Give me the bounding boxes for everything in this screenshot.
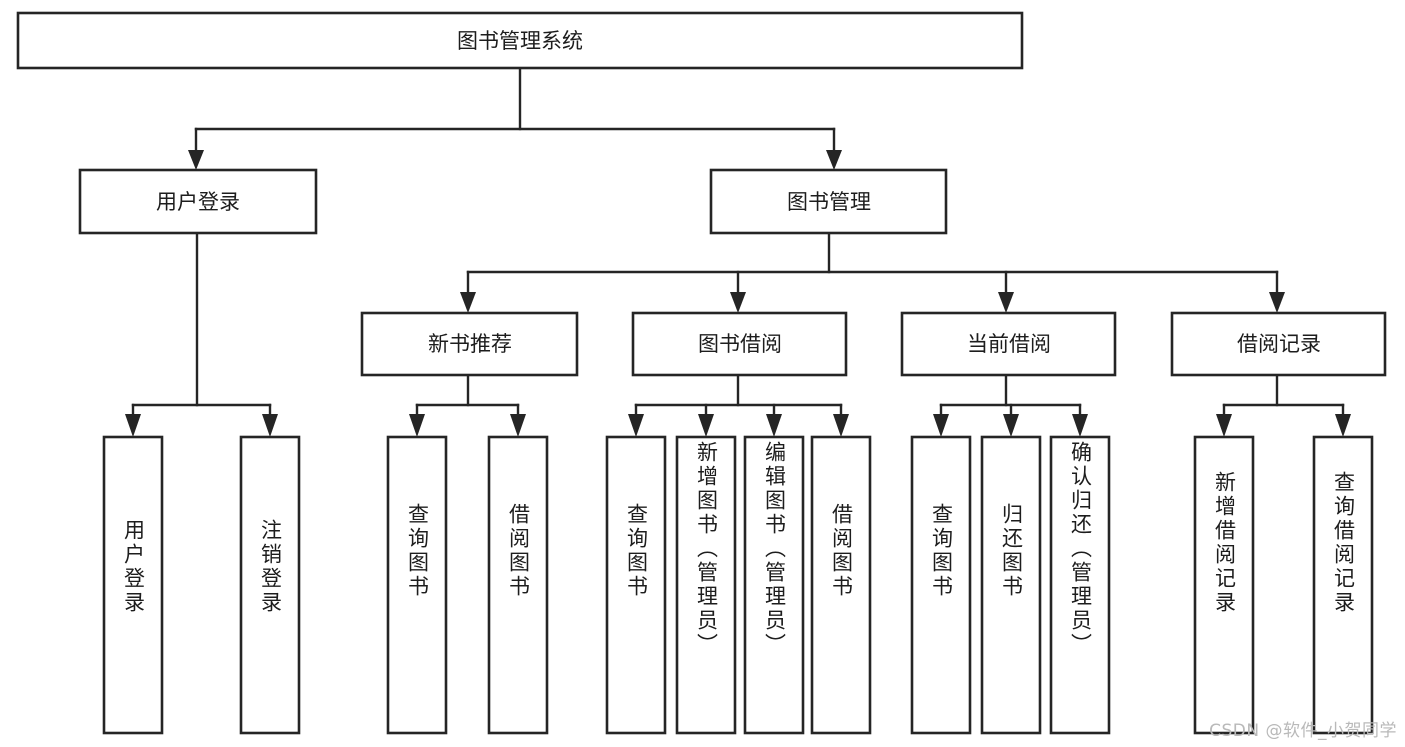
arrowhead-leaf-borrow-book-2 [833,414,849,437]
arrowhead-leaf-return-book [1003,414,1019,437]
leaf-box-query-book-2[interactable] [605,435,667,735]
arrowhead-book-borrow [730,292,746,313]
leaf-box-query-record[interactable] [1312,435,1374,735]
leaf-box-query-book-3[interactable] [910,435,972,735]
node-label-book-manage: 图书管理 [787,190,871,214]
connector-group-level2-to-level3 [460,231,1285,313]
arrowhead-leaf-query-record [1335,414,1351,437]
connector-group-currentborrow-leaves [933,373,1088,437]
connector-group-root-to-level2 [188,66,842,170]
leaf-box-query-book-1[interactable] [386,435,448,735]
leaf-box-add-book[interactable] [675,435,737,735]
node-label-borrow-record: 借阅记录 [1237,332,1321,356]
leaf-box-logout[interactable] [239,435,301,735]
leaf-box-user-login[interactable] [102,435,164,735]
leaf-box-add-record[interactable] [1193,435,1255,735]
leaf-box-edit-book[interactable] [743,435,805,735]
leaf-box-return-book[interactable] [980,435,1042,735]
csdn-watermark: CSDN @软件_小贺同学 [1209,721,1397,741]
node-box-user-login[interactable] [78,168,318,235]
arrowhead-leaf-borrow-book-1 [510,414,526,437]
arrowhead-borrow-record [1269,292,1285,313]
node-box-book-borrow[interactable] [631,311,848,377]
node-box-borrow-record[interactable] [1170,311,1387,377]
leaf-box-borrow-book-1[interactable] [487,435,549,735]
node-box-new-book-recommend[interactable] [360,311,579,377]
connector-group-newbook-leaves [409,373,526,437]
arrowhead-leaf-query-book-2 [628,414,644,437]
arrowhead-leaf-user-login [125,414,141,437]
connector-group-userlogin-leaves [125,231,278,437]
connector-group-borrowrecord-leaves [1216,373,1351,437]
arrowhead-book-manage [826,150,842,170]
node-label-new-book-recommend: 新书推荐 [428,332,512,356]
arrowhead-leaf-add-book [698,414,714,437]
arrowhead-leaf-confirm-return [1072,414,1088,437]
arrowhead-current-borrow [998,292,1014,313]
connector-group-bookborrow-leaves [628,373,849,437]
leaf-box-confirm-return[interactable] [1049,435,1111,735]
node-label-root: 图书管理系统 [457,29,583,53]
arrowhead-leaf-query-book-1 [409,414,425,437]
node-label-book-borrow: 图书借阅 [698,332,782,356]
arrowhead-new-book [460,292,476,313]
arrowhead-leaf-add-record [1216,414,1232,437]
node-box-book-manage[interactable] [709,168,948,235]
arrowhead-leaf-logout [262,414,278,437]
arrowhead-leaf-edit-book [766,414,782,437]
arrowhead-user-login [188,150,204,170]
node-label-current-borrow: 当前借阅 [967,332,1051,356]
node-box-root[interactable] [16,11,1024,70]
node-label-user-login: 用户登录 [156,190,240,214]
node-box-current-borrow[interactable] [900,311,1117,377]
arrowhead-leaf-query-book-3 [933,414,949,437]
leaf-box-borrow-book-2[interactable] [810,435,872,735]
